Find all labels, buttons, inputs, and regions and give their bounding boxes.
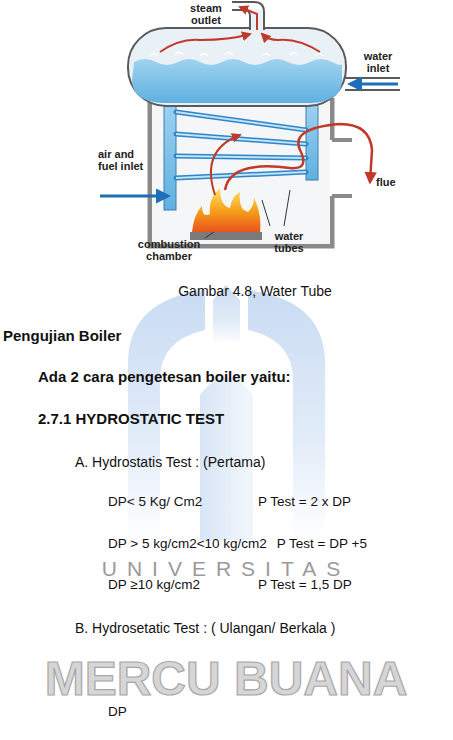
table-cell: P Test = 1,5 DP: [258, 577, 352, 593]
body-text: Ada 2 cara pengetesan boiler yaitu:: [38, 368, 291, 386]
part-label: water tubes: [262, 230, 316, 254]
figure-caption: Gambar 4.8, Water Tube: [178, 283, 332, 300]
part-label: flue: [376, 176, 396, 188]
watermark: MERCU BUANA: [45, 650, 408, 708]
part-label: combustion chamber: [128, 238, 210, 262]
part-label: water inlet: [352, 50, 404, 74]
table-cell: P Test = DP +5: [277, 536, 367, 552]
table-cell: DP: [108, 704, 127, 720]
section-heading: Pengujian Boiler: [3, 327, 121, 345]
boiler-illustration: [0, 0, 453, 300]
part-label: air and fuel inlet: [98, 148, 146, 172]
subsection-heading: 2.7.1 HYDROSTATIC TEST: [38, 410, 224, 428]
part-label: steam outlet: [182, 2, 230, 26]
table-cell: P Test = 2 x DP: [258, 494, 351, 510]
list-item: A. Hydrostatis Test : (Pertama): [75, 454, 265, 471]
table-cell: DP > 5 kg/cm2<10 kg/cm2: [108, 536, 267, 552]
table-cell: DP< 5 Kg/ Cm2: [108, 494, 202, 510]
table-cell: DP ≥10 kg/cm2: [108, 577, 200, 593]
list-item: B. Hydrosetatic Test : ( Ulangan/ Berkal…: [75, 620, 335, 637]
